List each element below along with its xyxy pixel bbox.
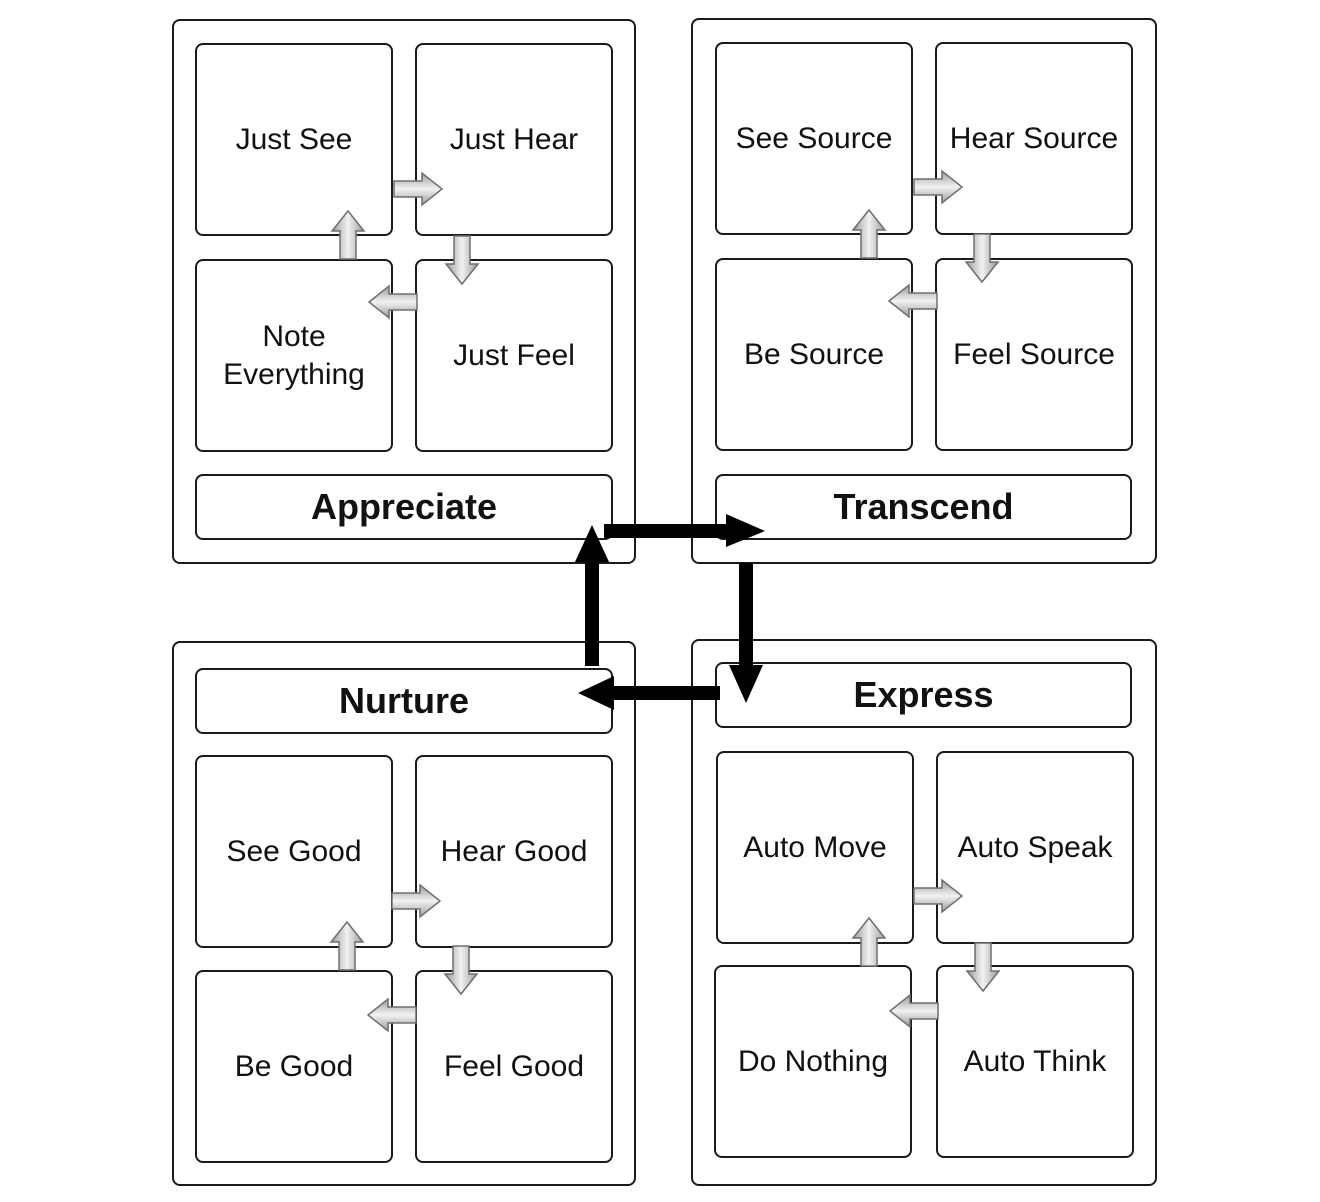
cell-label: Note Everything bbox=[223, 320, 365, 391]
cell-auto-move: Auto Move bbox=[716, 751, 914, 944]
cell-see-good: See Good bbox=[195, 755, 393, 948]
title-label: Appreciate bbox=[310, 486, 498, 527]
cell-label: Do Nothing bbox=[737, 1044, 889, 1078]
cell-hear-source: Hear Source bbox=[935, 42, 1133, 235]
title-appreciate: Appreciate bbox=[195, 474, 613, 540]
cell-label: Auto Move bbox=[743, 830, 887, 864]
cell-label: Just Feel bbox=[453, 338, 575, 372]
cell-label: Hear Source bbox=[949, 121, 1119, 155]
cell-label: Feel Source bbox=[953, 337, 1115, 371]
cell-label: See Source bbox=[735, 121, 893, 155]
title-nurture: Nurture bbox=[195, 668, 613, 734]
cell-be-source: Be Source bbox=[715, 258, 913, 451]
cell-see-source: See Source bbox=[715, 42, 913, 235]
cell-just-hear: Just Hear bbox=[415, 43, 613, 236]
cell-hear-good: Hear Good bbox=[415, 755, 613, 948]
cell-feel-good: Feel Good bbox=[415, 970, 613, 1163]
title-transcend: Transcend bbox=[715, 474, 1132, 540]
cell-label: Feel Good bbox=[443, 1049, 585, 1083]
cell-feel-source: Feel Source bbox=[935, 258, 1133, 451]
cell-auto-speak: Auto Speak bbox=[936, 751, 1134, 944]
cell-label: Be Source bbox=[743, 337, 885, 371]
cell-label: Auto Think bbox=[963, 1044, 1107, 1078]
title-label: Express bbox=[853, 674, 994, 715]
cell-do-nothing: Do Nothing bbox=[714, 965, 912, 1158]
cell-label: Be Good bbox=[234, 1049, 354, 1083]
title-express: Express bbox=[715, 662, 1132, 728]
cell-label: Just Hear bbox=[449, 122, 579, 156]
title-label: Transcend bbox=[833, 486, 1014, 527]
cell-be-good: Be Good bbox=[195, 970, 393, 1163]
cell-label: See Good bbox=[226, 834, 362, 868]
cell-just-see: Just See bbox=[195, 43, 393, 236]
cell-label: Hear Good bbox=[440, 834, 588, 868]
cell-label: Just See bbox=[235, 122, 353, 156]
cell-auto-think: Auto Think bbox=[936, 965, 1134, 1158]
cell-label: Auto Speak bbox=[957, 830, 1113, 864]
cell-note-everything: Note Everything bbox=[195, 259, 393, 452]
title-label: Nurture bbox=[338, 680, 469, 721]
cell-just-feel: Just Feel bbox=[415, 259, 613, 452]
